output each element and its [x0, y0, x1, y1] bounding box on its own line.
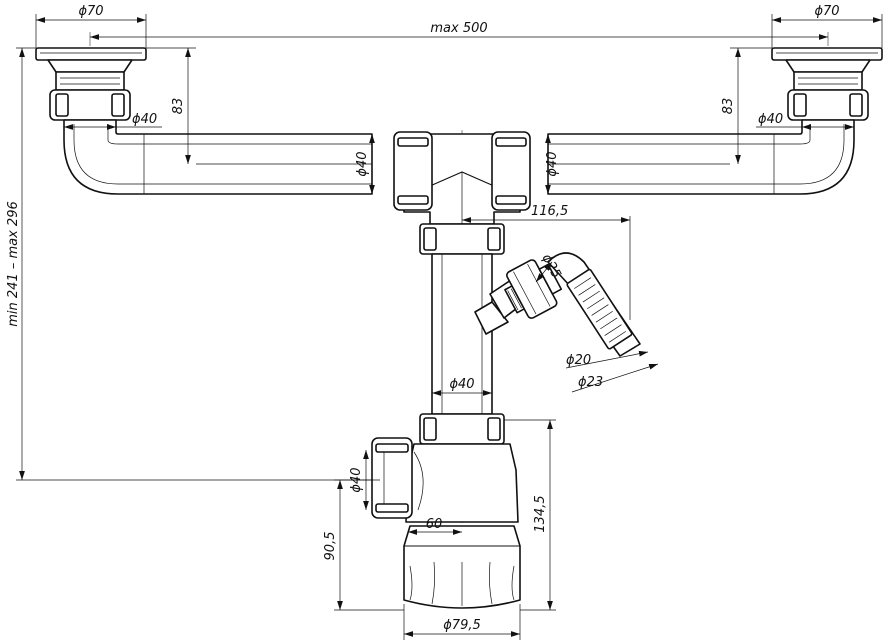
dim-cup-offset: 60: [426, 517, 443, 532]
dimension-labels: ϕ70 ϕ70 max 500 min 241 – max 296 83 83 …: [6, 4, 840, 633]
bottle-trap-body: [371, 413, 521, 609]
dim-max-span: max 500: [430, 21, 487, 36]
dim-hose-outer-diameter: ϕ23: [578, 375, 603, 390]
central-tee: [393, 131, 531, 225]
dim-branch-offset: 116,5: [531, 204, 568, 219]
side-branch-hose-connector: [474, 252, 641, 357]
dim-riser-diameter: ϕ40: [449, 377, 474, 392]
dim-trap-height: 134,5: [533, 495, 548, 532]
dim-hose-inner-diameter: ϕ20: [566, 353, 591, 368]
dim-drain-right-diameter: ϕ70: [814, 4, 839, 19]
dim-cup-height: 90,5: [323, 532, 338, 561]
left-drain-assembly: [35, 47, 373, 195]
vertical-riser: [419, 223, 505, 415]
dim-height-range: min 241 – max 296: [6, 201, 21, 327]
right-drain-assembly: [547, 47, 883, 195]
dimension-lines: [16, 14, 883, 640]
dim-pipe-left-diameter: ϕ40: [355, 151, 370, 176]
dim-drain-left-diameter: ϕ70: [78, 4, 103, 19]
dim-drop-left: 83: [171, 98, 186, 115]
dim-cup-diameter: ϕ79,5: [443, 618, 481, 633]
dim-outlet-left-diameter: ϕ40: [132, 112, 157, 127]
dim-outlet-diameter: ϕ40: [349, 467, 364, 492]
dim-pipe-right-diameter: ϕ40: [545, 151, 560, 176]
dim-outlet-right-diameter: ϕ40: [758, 112, 783, 127]
dim-drop-right: 83: [721, 98, 736, 115]
